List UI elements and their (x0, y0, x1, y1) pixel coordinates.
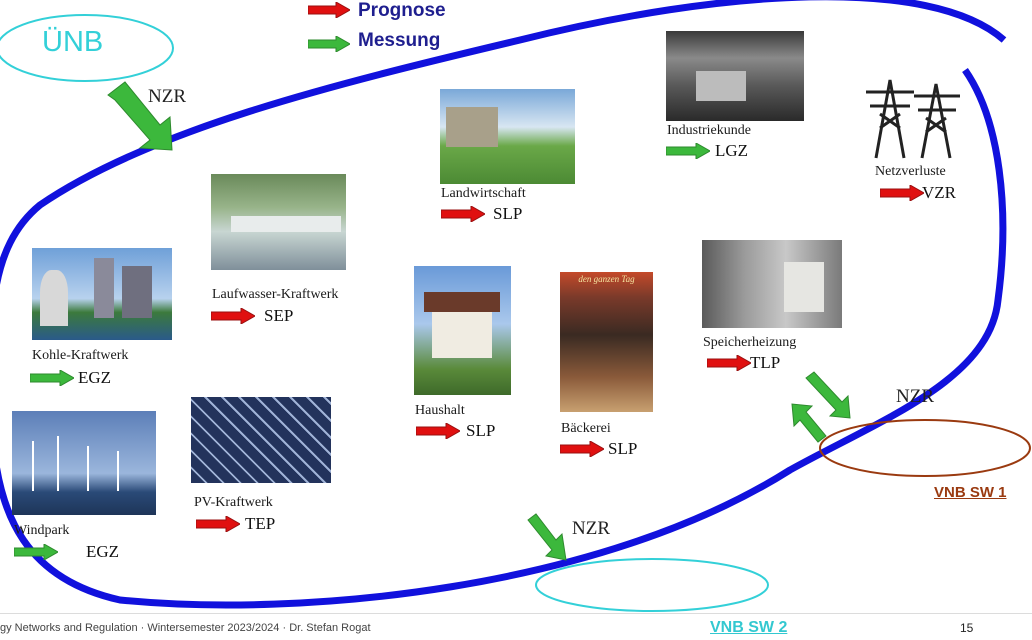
green-arrow-icon (308, 36, 350, 52)
nzr-arrow-vnb1-in (805, 371, 851, 419)
landwirtschaft-label: Landwirtschaft (441, 186, 526, 201)
legend-forecast: Prognose (358, 0, 446, 21)
baeckerei-label: Bäckerei (561, 421, 611, 436)
haushalt-label: Haushalt (415, 403, 465, 418)
nzr-arrow-uenb (107, 81, 173, 151)
green-arrow-icon (30, 370, 74, 386)
storage-heater-image (702, 240, 842, 328)
pv-label: PV-Kraftwerk (194, 495, 273, 510)
nzr-arrow-vnb1-out (791, 403, 827, 443)
nzr-arrow-vnb2 (527, 513, 567, 561)
red-arrow-icon (211, 308, 255, 324)
vnb-sw1-ellipse (819, 419, 1031, 477)
power-pylon-icon (866, 79, 960, 159)
nzr-label-vnb2: NZR (572, 518, 610, 539)
nzr-label-uenb: NZR (148, 86, 186, 107)
speicher-code: TLP (750, 353, 781, 372)
vnb-sw2-label: VNB SW 2 (710, 619, 788, 636)
pv-code: TEP (245, 514, 276, 533)
red-arrow-icon (196, 516, 240, 532)
red-arrow-icon (308, 2, 350, 18)
baeckerei-code: SLP (608, 439, 638, 458)
coal-plant-image (32, 248, 172, 340)
uenb-label: ÜNB (42, 26, 104, 58)
uenb-ellipse (0, 14, 174, 82)
vnb-sw1-label: VNB SW 1 (934, 484, 1007, 501)
green-arrow-icon (666, 143, 710, 159)
laufwasser-label: Laufwasser-Kraftwerk (212, 287, 339, 302)
red-arrow-icon (560, 441, 604, 457)
nzr-label-vnb1: NZR (896, 386, 934, 407)
landwirtschaft-code: SLP (493, 204, 523, 223)
red-arrow-icon (441, 206, 485, 222)
red-arrow-icon (707, 355, 751, 371)
industrie-label: Industriekunde (667, 123, 751, 138)
household-image (414, 266, 511, 395)
pv-plant-image (191, 397, 331, 483)
speicher-label: Speicherheizung (703, 335, 797, 350)
legend-measurement: Messung (358, 30, 441, 51)
vnb-sw2-ellipse (535, 558, 769, 612)
red-arrow-icon (880, 185, 924, 201)
windpark-code: EGZ (86, 542, 120, 561)
netzverluste-code: VZR (922, 183, 956, 202)
kohle-code: EGZ (78, 368, 112, 387)
windpark-image (12, 411, 156, 515)
page-number: 15 (960, 621, 974, 635)
farm-image (440, 89, 575, 184)
footer-text: gy Networks and Regulation · Wintersemes… (0, 622, 371, 634)
green-arrow-icon (14, 544, 58, 560)
bakery-sign: den ganzen Tag (578, 274, 635, 284)
kohle-label: Kohle-Kraftwerk (32, 348, 129, 363)
industry-image (666, 31, 804, 121)
industrie-code: LGZ (715, 141, 749, 160)
laufwasser-code: SEP (264, 306, 294, 325)
footer-divider (0, 613, 1032, 614)
windpark-label: Windpark (14, 523, 70, 538)
haushalt-code: SLP (466, 421, 496, 440)
netzverluste-label: Netzverluste (875, 164, 946, 179)
vnb-network-boundary (0, 0, 1007, 609)
red-arrow-icon (416, 423, 460, 439)
hydro-plant-image (211, 174, 346, 270)
bakery-image: den ganzen Tag (560, 272, 653, 412)
